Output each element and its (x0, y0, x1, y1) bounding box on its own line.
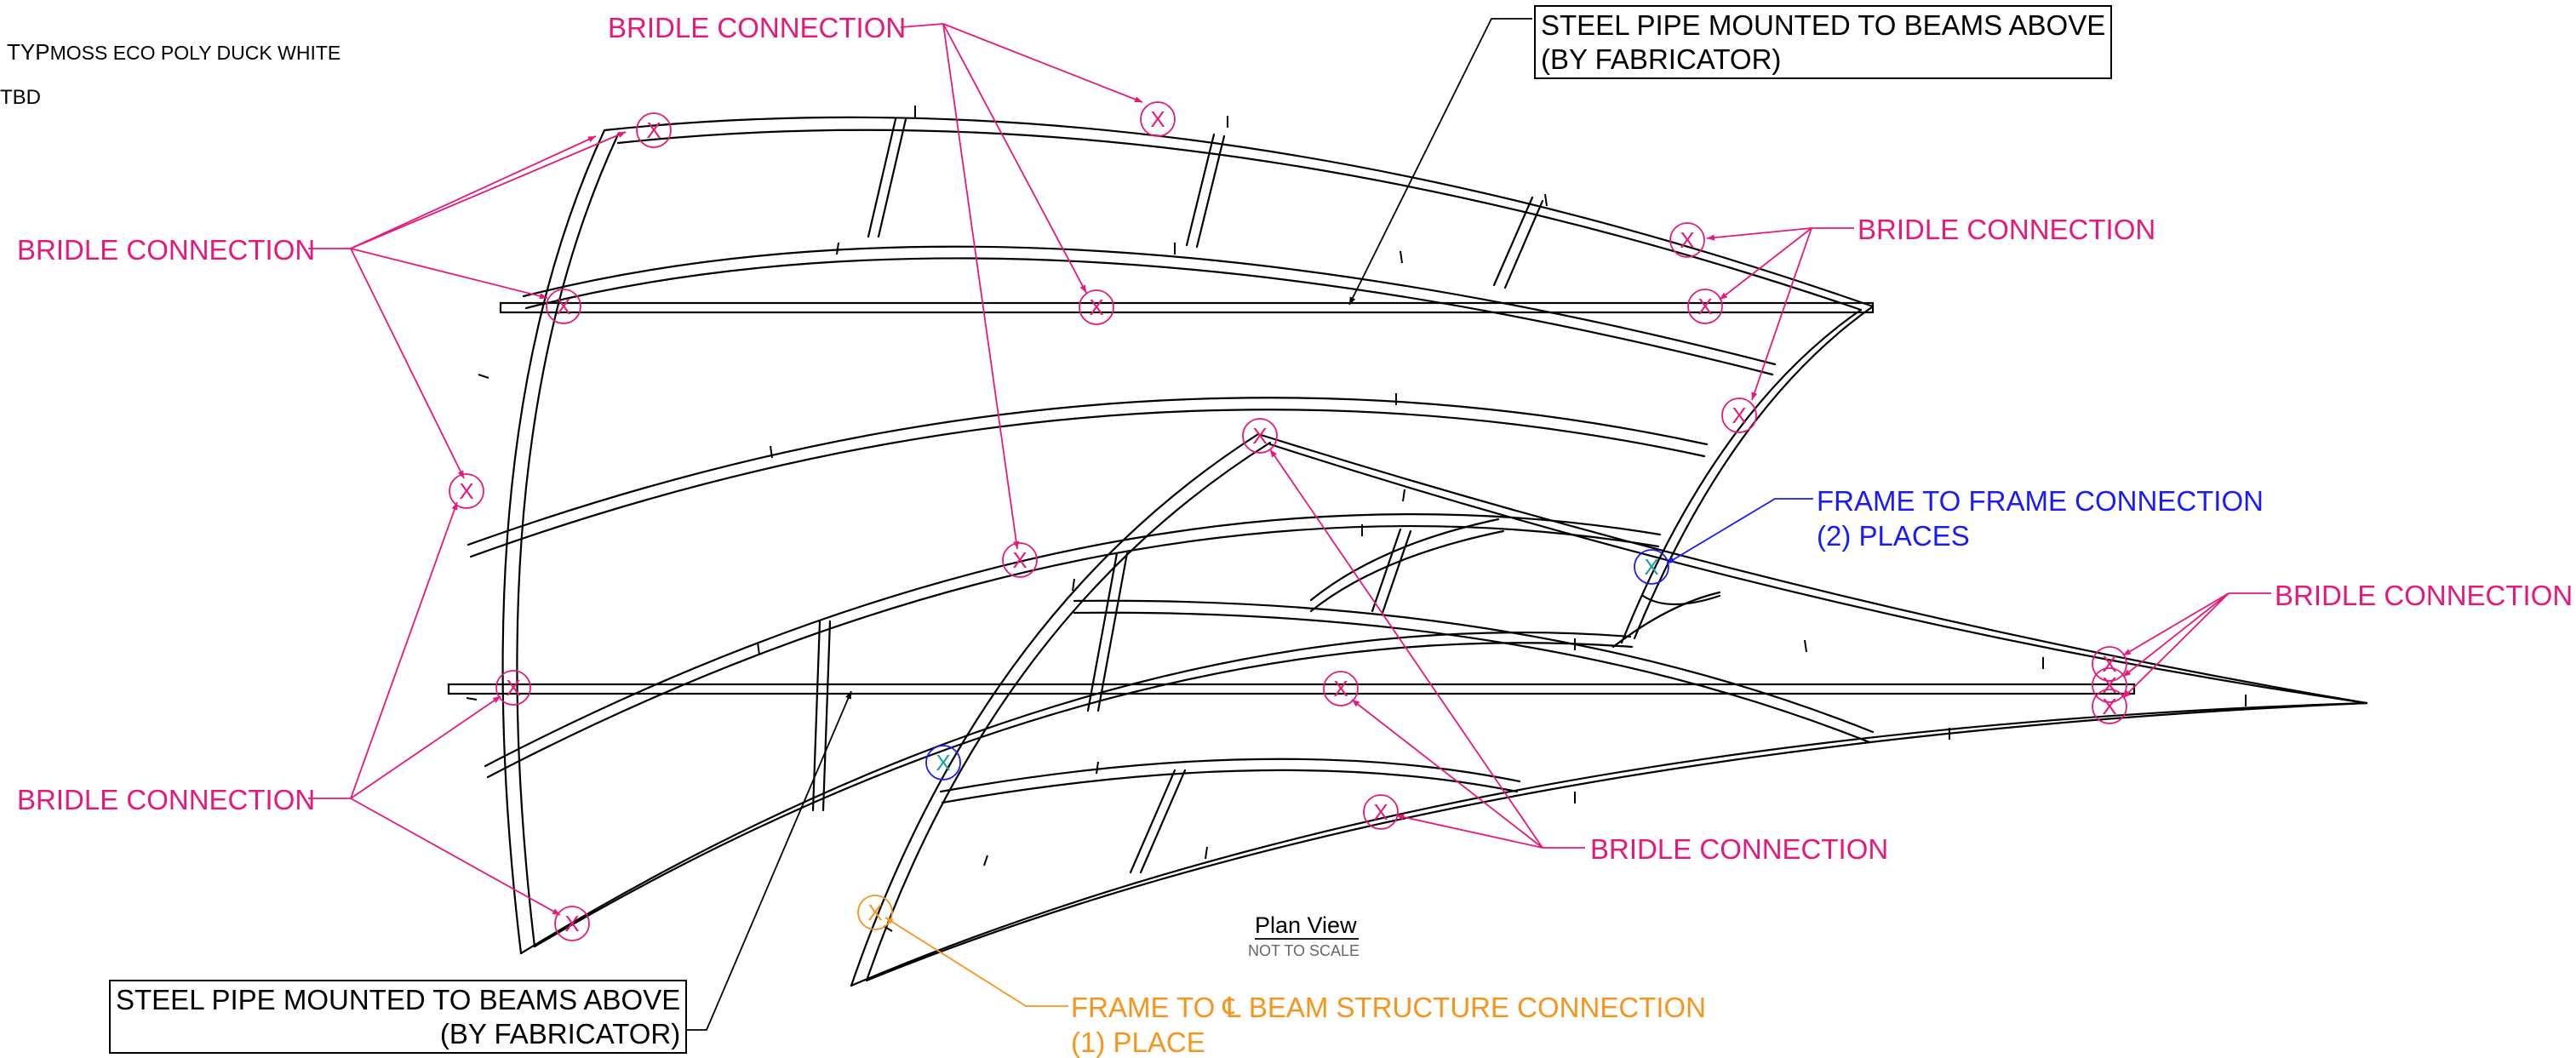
steel-pipe-callout-top: STEEL PIPE MOUNTED TO BEAMS ABOVE (BY FA… (1534, 5, 2113, 80)
frame-to-frame-marker (925, 745, 961, 781)
steel-pipe-callout-bottom-line1: STEEL PIPE MOUNTED TO BEAMS ABOVE (116, 984, 681, 1015)
bridle-x: X (459, 478, 473, 504)
bridle-x: X (1680, 227, 1694, 253)
bridle-x: X (1373, 799, 1388, 825)
bridle-x: X (2102, 651, 2116, 677)
bridle-marker (1079, 289, 1114, 325)
bridle-marker (2092, 689, 2127, 724)
steel-pipe-callout-bottom-line2: (BY FABRICATOR) (439, 1017, 681, 1049)
frame-to-frame-x: X (936, 750, 950, 775)
pipe-leaders (667, 18, 1532, 1031)
bridle-markers (449, 101, 2127, 941)
bridle-marker (1323, 671, 1359, 706)
bridle-x: X (1333, 676, 1348, 701)
bridle-x: X (1732, 403, 1746, 428)
bridle-x: X (556, 294, 570, 319)
bridle-marker (546, 289, 581, 324)
frame-to-frame-markers (925, 549, 1669, 781)
steel-pipe-callout-top-line1: STEEL PIPE MOUNTED TO BEAMS ABOVE (1541, 9, 2106, 41)
bridle-marker (2092, 646, 2127, 682)
frame-to-frame-marker (1634, 549, 1669, 585)
legend-row-2: TBD (0, 88, 41, 108)
steel-pipe-callout-bottom: STEEL PIPE MOUNTED TO BEAMS ABOVE (BY FA… (109, 980, 688, 1055)
frame-to-beam-leader (884, 917, 1068, 1007)
bridle-marker (495, 670, 531, 706)
bridle-x: X (2102, 694, 2116, 719)
frame-to-beam-x: X (867, 900, 882, 925)
bridle-marker (1363, 794, 1399, 830)
plan-view-title: Plan View (1255, 912, 1357, 938)
frame-to-frame-x: X (1644, 554, 1658, 580)
bridle-x: X (1012, 547, 1027, 573)
frame-to-frame-leader (1666, 498, 1813, 564)
bridle-marker (1140, 101, 1176, 137)
legend-value-material: MOSS ECO POLY DUCK WHITE (49, 42, 341, 64)
bridle-marker (636, 112, 672, 148)
frame-to-beam-label-line2: (1) PLACE (1071, 1027, 1205, 1058)
bridle-leaders (308, 23, 2271, 916)
bridle-x: X (1150, 106, 1165, 132)
frame-to-frame-label-line2: (2) PLACES (1817, 520, 1970, 552)
bridle-x: X (1697, 294, 1712, 319)
bridle-marker (554, 906, 590, 941)
bridle-label-top: BRIDLE CONNECTION (608, 12, 907, 43)
frame-to-beam-label-line1: FRAME TO ℄ BEAM STRUCTURE CONNECTION (1071, 992, 1707, 1023)
bridle-x: X (2102, 672, 2116, 698)
bridle-marker (1721, 397, 1757, 433)
bridle-label-lower-middle: BRIDLE CONNECTION (1590, 833, 1889, 865)
bridle-label-lower-left: BRIDLE CONNECTION (17, 784, 316, 815)
member-ticks (466, 106, 2247, 932)
frame-structure (447, 116, 2368, 987)
bridle-label-upper-right: BRIDLE CONNECTION (1858, 214, 2156, 245)
bridle-marker (1669, 222, 1705, 258)
frame-to-frame-label-line1: FRAME TO FRAME CONNECTION (1817, 485, 2264, 517)
frame-to-beam-marker (857, 895, 893, 930)
steel-pipe-callout-top-line2: (BY FABRICATOR) (1541, 43, 1782, 75)
legend-value-tbd: TBD (0, 86, 41, 109)
bridle-marker (449, 473, 484, 509)
bridle-x: X (1089, 295, 1103, 320)
bridle-label-right: BRIDLE CONNECTION (2275, 580, 2573, 611)
legend-key-typ: TYP (7, 39, 50, 65)
frame-to-beam-markers (857, 895, 893, 930)
bridle-marker (1242, 418, 1278, 454)
bridle-x: X (506, 675, 520, 701)
bridle-marker (2092, 667, 2127, 703)
bridle-x: X (564, 911, 579, 936)
bridle-x: X (1252, 423, 1267, 449)
plan-view-subtitle: NOT TO SCALE (1248, 942, 1360, 959)
bridle-x: X (646, 117, 661, 143)
legend-row-1: TYPMOSS ECO POLY DUCK WHITE (7, 41, 341, 64)
bridle-marker (1002, 542, 1038, 578)
bridle-marker (1687, 289, 1723, 324)
bridle-label-upper-left: BRIDLE CONNECTION (17, 234, 316, 266)
